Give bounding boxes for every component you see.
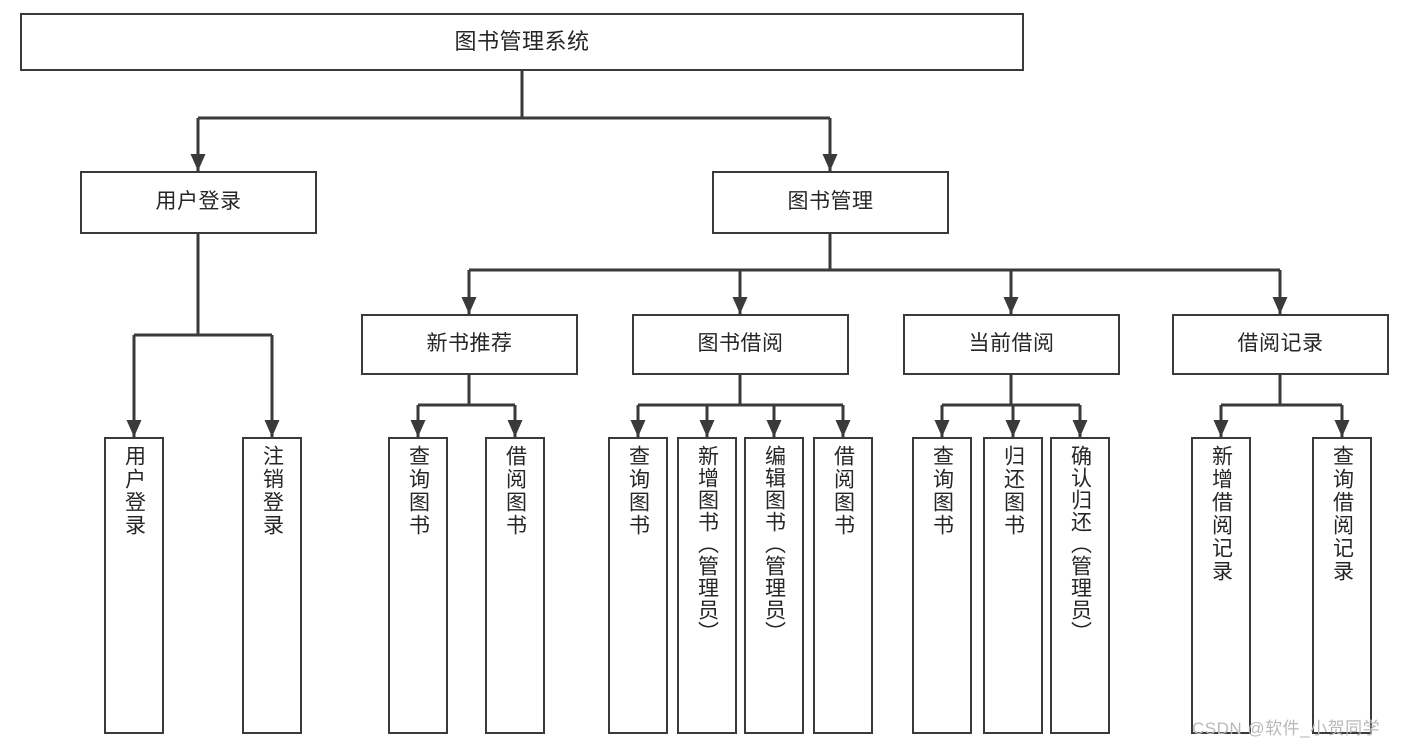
node-label: 新增借阅记录 bbox=[1209, 445, 1233, 583]
node-root[interactable]: 图书管理系统 bbox=[20, 13, 1024, 71]
node-leaf-return-book[interactable]: 归还图书 bbox=[983, 437, 1043, 734]
node-leaf-user-login[interactable]: 用户登录 bbox=[104, 437, 164, 734]
node-label: 借阅图书 bbox=[503, 445, 527, 537]
node-leaf-query-book-1[interactable]: 查询图书 bbox=[388, 437, 448, 734]
node-leaf-edit-book[interactable]: 编辑图书（管理员） bbox=[744, 437, 804, 734]
node-label: 归还图书 bbox=[1001, 445, 1025, 537]
node-user-login[interactable]: 用户登录 bbox=[80, 171, 317, 234]
node-label: 新书推荐 bbox=[426, 332, 513, 356]
node-current-borrow[interactable]: 当前借阅 bbox=[903, 314, 1120, 375]
node-label: 借阅图书 bbox=[831, 445, 855, 537]
node-label: 查询借阅记录 bbox=[1330, 445, 1354, 583]
node-label: 查询图书 bbox=[406, 445, 430, 537]
node-label: 借阅记录 bbox=[1237, 332, 1324, 356]
node-leaf-confirm-return[interactable]: 确认归还（管理员） bbox=[1050, 437, 1110, 734]
node-label: 当前借阅 bbox=[968, 332, 1055, 356]
node-label: 确认归还（管理员） bbox=[1068, 445, 1092, 643]
node-label: 图书借阅 bbox=[697, 332, 784, 356]
watermark-label: CSDN @软件_小贺同学 bbox=[1192, 719, 1381, 738]
node-label: 新增图书（管理员） bbox=[695, 445, 719, 643]
node-leaf-query-book-2[interactable]: 查询图书 bbox=[608, 437, 668, 734]
node-label: 用户登录 bbox=[155, 190, 242, 214]
node-leaf-query-record[interactable]: 查询借阅记录 bbox=[1312, 437, 1372, 734]
node-label: 查询图书 bbox=[930, 445, 954, 537]
node-label: 图书管理 bbox=[787, 190, 874, 214]
node-leaf-query-book-3[interactable]: 查询图书 bbox=[912, 437, 972, 734]
node-label: 编辑图书（管理员） bbox=[762, 445, 786, 643]
node-leaf-add-record[interactable]: 新增借阅记录 bbox=[1191, 437, 1251, 734]
node-leaf-borrow-book-2[interactable]: 借阅图书 bbox=[813, 437, 873, 734]
node-book-manage[interactable]: 图书管理 bbox=[712, 171, 949, 234]
node-leaf-user-logout[interactable]: 注销登录 bbox=[242, 437, 302, 734]
node-borrow-record[interactable]: 借阅记录 bbox=[1172, 314, 1389, 375]
node-leaf-borrow-book-1[interactable]: 借阅图书 bbox=[485, 437, 545, 734]
node-label: 注销登录 bbox=[260, 445, 284, 537]
node-new-book-rec[interactable]: 新书推荐 bbox=[361, 314, 578, 375]
node-leaf-add-book[interactable]: 新增图书（管理员） bbox=[677, 437, 737, 734]
node-label: 查询图书 bbox=[626, 445, 650, 537]
node-label: 用户登录 bbox=[122, 445, 146, 537]
node-book-borrow[interactable]: 图书借阅 bbox=[632, 314, 849, 375]
node-label: 图书管理系统 bbox=[454, 29, 590, 55]
